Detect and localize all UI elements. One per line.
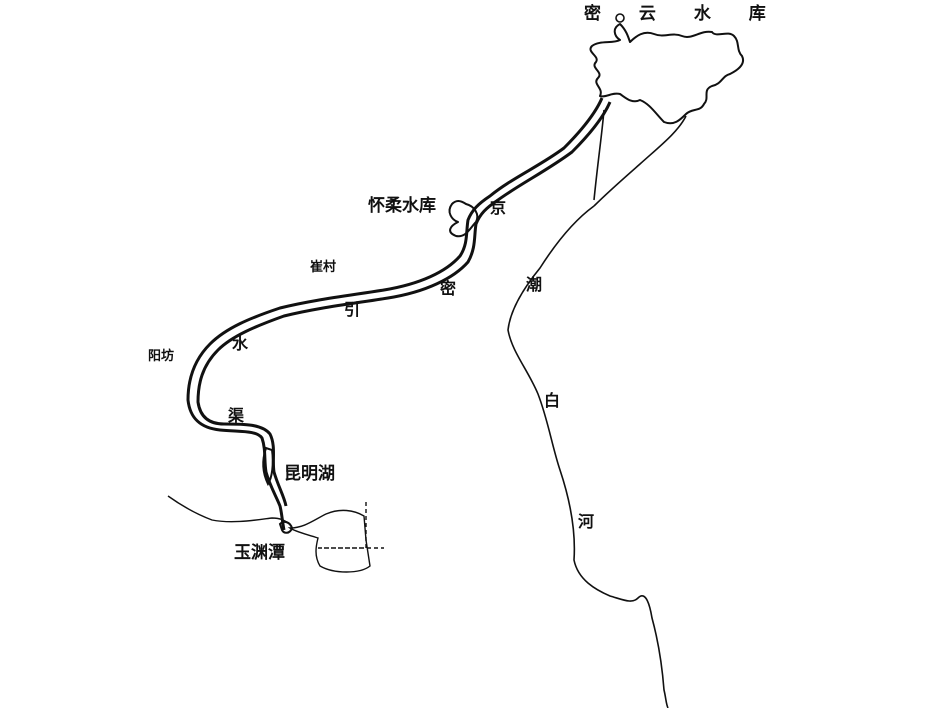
miyun-dam-marker (615, 13, 625, 23)
canal-char-shui: 水 (232, 334, 249, 353)
river-char-chao: 潮 (526, 275, 543, 294)
huairou-reservoir-outline (448, 200, 479, 238)
kunming-lake-outline (262, 446, 274, 486)
river-char-he: 河 (578, 512, 595, 531)
kunming-lake-label: 昆明湖 (284, 464, 335, 484)
jingmi-canal-west-bank (186, 97, 604, 531)
cuicun-label: 崔村 (310, 260, 337, 275)
yuyuantan-label: 玉渊潭 (234, 543, 285, 563)
miyun-east-branch (593, 109, 605, 201)
yangfang-label: 阳坊 (148, 349, 175, 364)
river-char-bai: 白 (544, 391, 561, 410)
huairou-reservoir-label: 怀柔水库 (368, 196, 436, 216)
canal-char-mi: 密 (440, 279, 457, 298)
miyun-outflow-channel (593, 115, 687, 207)
miyun-reservoir-label: 密 云 水 库 (584, 4, 782, 24)
canal-char-jing: 京 (490, 198, 507, 217)
canal-char-yin: 引 (344, 300, 361, 319)
canal-char-qu: 渠 (228, 406, 245, 425)
chaobai-river (507, 205, 669, 708)
miyun-reservoir-outline (589, 23, 744, 125)
jingmi-canal-east-bank (196, 101, 612, 507)
west-river (167, 495, 291, 525)
city-moat-outline (287, 509, 371, 573)
city-dashed-boundary (318, 502, 384, 549)
